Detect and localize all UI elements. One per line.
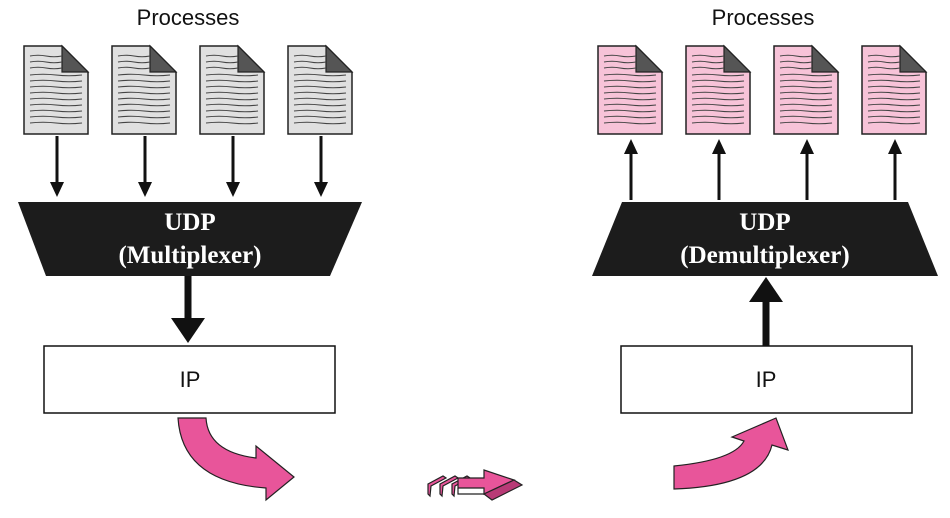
document-icon xyxy=(23,45,89,135)
arrow-up-icon xyxy=(712,139,726,200)
packet-stream-icon xyxy=(427,469,524,501)
left-processes-label: Processes xyxy=(137,5,240,30)
arrow-down-icon xyxy=(226,136,240,197)
right-udp-title: UDP xyxy=(739,209,790,236)
right-ip-label: IP xyxy=(756,367,777,392)
curved-arrow-icon xyxy=(177,417,295,502)
arrow-up-icon xyxy=(888,139,902,200)
arrow-up-icon xyxy=(749,277,783,346)
arrow-down-icon xyxy=(50,136,64,197)
document-icon xyxy=(597,45,663,135)
right-ip-box xyxy=(620,345,913,414)
udp-demultiplexer-block xyxy=(592,202,938,276)
curved-arrow-icon xyxy=(673,417,789,490)
document-icon xyxy=(287,45,353,135)
document-icon xyxy=(199,45,265,135)
right-processes-label: Processes xyxy=(712,5,815,30)
left-ip-label: IP xyxy=(180,367,201,392)
udp-multiplexer-block xyxy=(18,202,362,276)
document-icon xyxy=(685,45,751,135)
left-ip-box xyxy=(43,345,336,414)
arrow-up-icon xyxy=(800,139,814,200)
document-icon xyxy=(773,45,839,135)
document-icon xyxy=(861,45,927,135)
arrow-up-icon xyxy=(624,139,638,200)
right-udp-role: (Demultiplexer) xyxy=(680,242,849,269)
arrow-down-icon xyxy=(171,276,205,343)
left-udp-title: UDP xyxy=(164,209,215,236)
arrow-down-icon xyxy=(314,136,328,197)
arrow-down-icon xyxy=(138,136,152,197)
left-udp-role: (Multiplexer) xyxy=(118,242,261,269)
document-icon xyxy=(111,45,177,135)
